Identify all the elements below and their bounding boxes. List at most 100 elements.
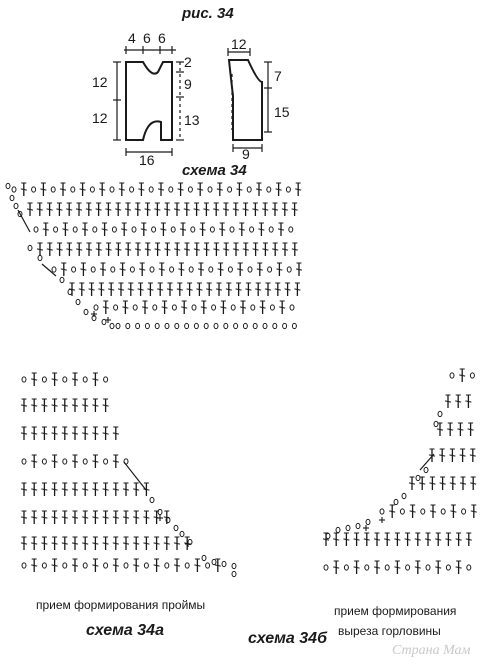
stitch-dc [71,536,79,550]
stitch-chain [143,562,149,569]
stitch-dc [235,282,242,296]
stitch-dc [279,300,286,314]
stitch-dc [450,504,457,518]
stitch-chain [129,266,135,273]
stitch-dc [173,202,181,216]
stitch-dc [31,454,38,468]
stitch-chain [223,322,229,330]
stitch-chain [205,562,211,569]
stitch-dc [143,510,150,524]
stitch-dc [384,532,391,546]
stitch-dc [181,300,188,314]
stitch-dc [138,182,145,196]
stitch-chain [149,496,155,504]
dim-label: 15 [274,104,290,120]
stitch-dc [272,242,279,256]
stitch-dc [117,282,125,296]
stitch-chain [249,226,255,233]
stitch-dc [133,536,140,550]
stitch-dc [102,536,109,550]
stitch-dc [98,282,105,296]
stitch-dc [105,242,112,256]
stitch-dc [51,398,58,412]
stitch-dc [166,282,174,296]
stitch-dc [469,448,476,462]
stitch-chain [31,186,37,193]
stitch-dc [435,560,442,574]
stitch-dc [76,242,83,256]
stitch-dc [242,202,249,216]
stitch-dc [333,560,340,574]
stitch-dc [20,482,28,496]
stitch-chain [75,298,81,306]
armhole-caption: прием формирования проймы [36,598,206,612]
stitch-dc [439,476,446,490]
stitch-chain [188,266,194,273]
stitch-dc [82,426,89,440]
stitch-chain [129,186,135,193]
stitch-dc [242,242,249,256]
stitch-chain [109,322,115,330]
stitch-dc [217,262,224,276]
stitch-dc [237,262,244,276]
stitch-dc [183,202,190,216]
stitch-dc [92,372,99,386]
stitch-chain [285,186,291,193]
stitch-dc [82,510,89,524]
stitch-chain [93,304,99,311]
stitch-dc [259,300,266,314]
stitch-dc [122,536,130,550]
stitch-dc [82,482,89,496]
stitch-dc [20,510,28,524]
stitch-dc [223,242,230,256]
stitch-dc [51,536,58,550]
dim-label: 12 [231,36,247,52]
stitch-chain [288,226,294,233]
stitch-dc [193,202,200,216]
stitch-dc [134,202,141,216]
stitch-dc [414,532,421,546]
stitch-dc [62,222,69,236]
stitch-chain [233,322,239,330]
stitch-chain [144,322,150,330]
stitch-chain [379,508,385,515]
stitch-dc [41,482,48,496]
stitch-chain [171,304,177,311]
stitch-dc [274,282,281,296]
stitch-dc [239,300,247,314]
stitch-dc [444,394,452,408]
stitch-chain [151,226,157,233]
decrease-stroke [419,453,435,471]
stitch-dc [264,282,272,296]
stitch-chain [227,186,233,193]
stitch-chain [231,570,237,578]
stitch-chain [53,226,59,233]
stitch-chain [164,322,170,330]
dim-label: 16 [139,152,155,168]
stitch-dc [457,422,464,436]
stitch-dc [199,222,206,236]
stitch-dc [173,558,181,572]
stitch-chain [169,266,175,273]
stitch-dc [75,202,83,216]
stitch-chain [184,322,190,330]
stitch-dc [238,222,245,236]
stitch-dc [31,372,38,386]
stitch-chain [70,186,76,193]
stitch-chain [67,288,73,296]
stitch-chain [187,186,193,193]
stitch-chain [399,508,405,515]
stitch-dc [255,182,263,196]
stitch-dc [284,282,291,296]
stitch-chain [221,560,227,568]
stitch-dc [174,242,181,256]
stitch-chain [323,564,329,571]
stitch-dc [258,222,265,236]
stitch-dc [215,282,223,296]
stitch-chain [50,186,56,193]
stitch-dc [115,242,122,256]
stitch-dc [271,202,279,216]
stitch-chain [191,304,197,311]
stitch-chain [62,458,68,465]
stitch-dc [449,448,456,462]
